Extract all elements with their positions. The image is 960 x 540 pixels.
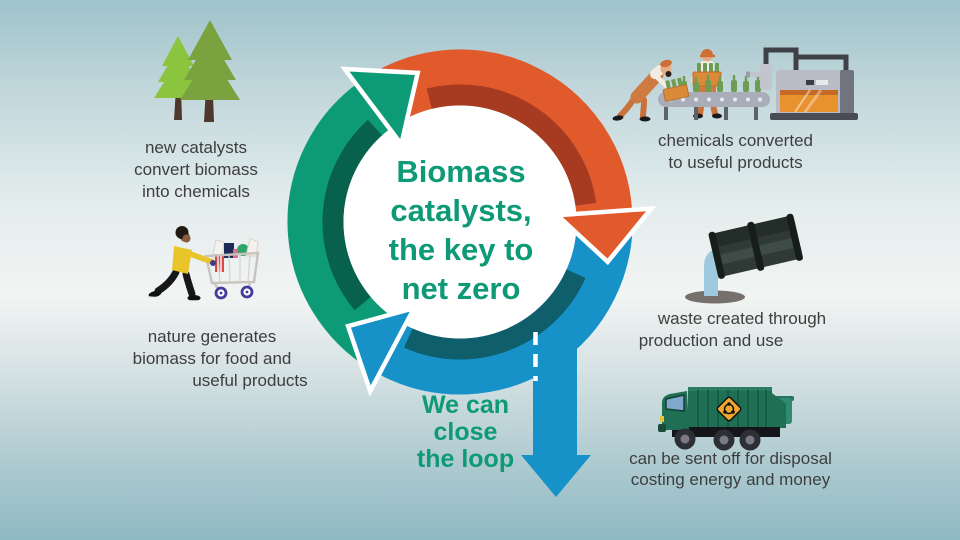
caption-waste-created: waste created through (657, 309, 827, 328)
biohazard-sign (716, 396, 742, 422)
caption-disposal: costing energy and money (630, 470, 831, 489)
caption-nature-generates: useful products (192, 371, 308, 390)
close-loop-line: the loop (416, 445, 515, 473)
title-line: net zero (401, 271, 521, 306)
cycle-ring (287, 49, 657, 497)
trees-icon (154, 20, 240, 122)
caption-new-catalysts: new catalysts (144, 138, 248, 157)
shopper-cart-icon (147, 226, 260, 302)
garbage-truck-icon (658, 387, 794, 451)
green-arrowhead (339, 66, 421, 150)
waste-barrel-icon (685, 213, 803, 304)
title-line: Biomass (396, 154, 526, 189)
green-inner-shadow (322, 119, 383, 311)
caption-waste-created: production and use (638, 331, 784, 350)
worker-loading (612, 59, 690, 122)
title-line: catalysts, (390, 193, 532, 228)
caption-nature-generates: biomass for food and (132, 349, 292, 368)
orange-arrowhead (551, 205, 657, 266)
caption-disposal: can be sent off for disposal (629, 449, 832, 468)
center-disc (343, 105, 577, 339)
close-loop-label: We can close the loop (388, 392, 543, 473)
title-line: the key to (388, 232, 534, 267)
page-title: Biomass catalysts, the key to net zero (360, 152, 562, 308)
factory-line-icon (612, 47, 858, 122)
blue-inner-shadow (404, 269, 586, 360)
caption-chemicals-converted: chemicals converted (658, 131, 813, 150)
blue-arrowhead (345, 304, 419, 397)
caption-new-catalysts: convert biomass (134, 160, 258, 179)
orange-inner-shadow (426, 84, 597, 206)
caption-new-catalysts: into chemicals (142, 182, 250, 201)
machine (746, 47, 858, 120)
close-loop-line: close (433, 418, 498, 446)
caption-chemicals-converted: to useful products (668, 153, 803, 172)
down-arrow (521, 312, 591, 497)
close-loop-line: We can (421, 391, 510, 419)
caption-nature-generates: nature generates (147, 327, 277, 346)
